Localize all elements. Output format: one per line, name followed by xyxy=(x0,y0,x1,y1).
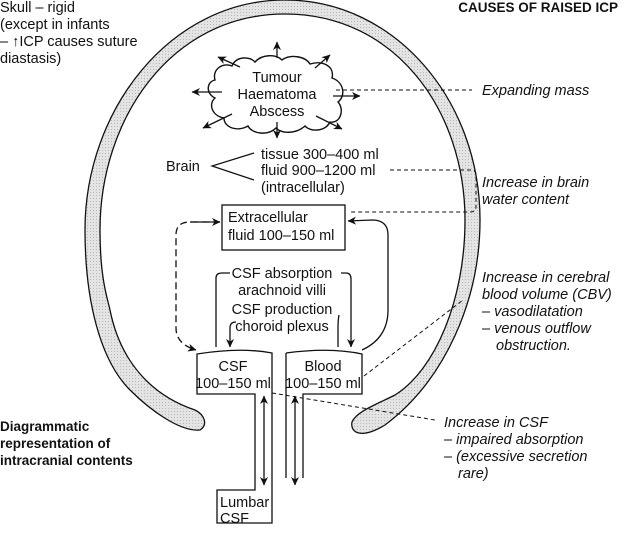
cause-expanding-mass: Expanding mass xyxy=(482,83,589,99)
cause-cbv-line4: – venous outflow xyxy=(481,321,592,337)
expanding-mass: Tumour Haematoma Abscess xyxy=(191,41,361,139)
blood-box-volume: 100–150 ml xyxy=(285,376,361,392)
lumbar-label: Lumbar xyxy=(220,495,269,511)
cause-csf-line2: – impaired absorption xyxy=(443,432,583,448)
brain-label: Brain xyxy=(166,159,200,175)
mass-haematoma: Haematoma xyxy=(238,87,318,103)
lumbar-csf-label: CSF xyxy=(220,511,249,527)
cause-brain-water: Increase in brain water content xyxy=(482,175,589,208)
cause-expanding-mass-text: Expanding mass xyxy=(482,83,589,99)
mass-arrow-upleft xyxy=(217,56,241,68)
brain-intracellular: (intracellular) xyxy=(261,180,345,196)
extracellular-line2: fluid 100–150 ml xyxy=(228,228,334,244)
brain-group: Brain tissue 300–400 ml fluid 900–1200 m… xyxy=(166,147,379,196)
brain-tissue: tissue 300–400 ml xyxy=(261,147,379,163)
csf-box-label: CSF xyxy=(219,359,248,375)
cause-cbv-line5: obstruction. xyxy=(496,338,571,354)
skull-note: Skull – rigid (except in infants – ↑ICP … xyxy=(0,0,138,67)
csf-absorption-site: arachnoid villi xyxy=(238,283,326,299)
caption-line2: representation of xyxy=(0,436,111,451)
blood-compartment: Blood 100–150 ml xyxy=(285,349,363,478)
cause-csf: Increase in CSF – impaired absorption – … xyxy=(443,415,587,482)
diagram-caption: Diagrammatic representation of intracran… xyxy=(0,419,133,468)
absorption-path xyxy=(215,272,230,347)
csf-production-site: choroid plexus xyxy=(235,319,329,335)
extracellular-line1: Extracellular xyxy=(228,210,308,226)
csf-compartment: CSF 100–150 ml Lumbar CSF xyxy=(195,349,273,527)
caption-line1: Diagrammatic xyxy=(0,419,90,434)
mass-tumour: Tumour xyxy=(252,70,302,86)
mass-abscess: Abscess xyxy=(250,104,305,120)
blood-box-label: Blood xyxy=(304,359,341,375)
brain-fluid: fluid 900–1200 ml xyxy=(261,163,375,179)
cause-brain-water-line1: Increase in brain xyxy=(482,175,589,191)
mass-arrow-downleft xyxy=(202,113,233,129)
mass-arrow-downright xyxy=(315,115,343,130)
leader-brain-water xyxy=(350,169,477,213)
blood-to-extracellular-arrow xyxy=(347,216,389,351)
caption-line3: intracranial contents xyxy=(0,453,133,468)
skull-note-line2: (except in infants xyxy=(0,17,110,33)
absorption-to-blood-arrow xyxy=(341,272,355,348)
brain-bracket xyxy=(210,152,255,181)
skull-bone xyxy=(84,0,481,434)
skull-note-line3: – ↑ICP causes suture xyxy=(0,34,138,50)
cause-csf-line3: – (excessive secretion xyxy=(443,449,587,465)
cause-cbv-line2: blood volume (CBV) xyxy=(482,287,612,303)
csf-absorption-label: CSF absorption xyxy=(232,266,333,282)
diagram-title: CAUSES OF RAISED ICP xyxy=(458,0,618,15)
csf-box-volume: 100–150 ml xyxy=(195,376,271,392)
cause-brain-water-line2: water content xyxy=(482,192,570,208)
mass-arrow-upright xyxy=(314,54,331,69)
production-from-blood xyxy=(337,314,340,347)
cause-cbv: Increase in cerebral blood volume (CBV) … xyxy=(481,270,612,354)
skull-note-line4: diastasis) xyxy=(0,51,61,67)
mass-cloud-outline xyxy=(207,55,344,134)
cause-cbv-line3: – vasodilatation xyxy=(481,304,583,320)
cause-csf-line1: Increase in CSF xyxy=(444,415,549,431)
skull xyxy=(84,0,481,434)
skull-note-line1: Skull – rigid xyxy=(0,0,75,16)
production-to-csf-arrow xyxy=(226,321,237,348)
extracellular-box: Extracellular fluid 100–150 ml xyxy=(221,204,346,251)
extracellular-to-csf-dashed-arrow xyxy=(175,221,220,352)
csf-production-label: CSF production xyxy=(232,302,333,318)
cause-cbv-line1: Increase in cerebral xyxy=(482,270,610,286)
cause-csf-line4: rare) xyxy=(458,466,489,482)
